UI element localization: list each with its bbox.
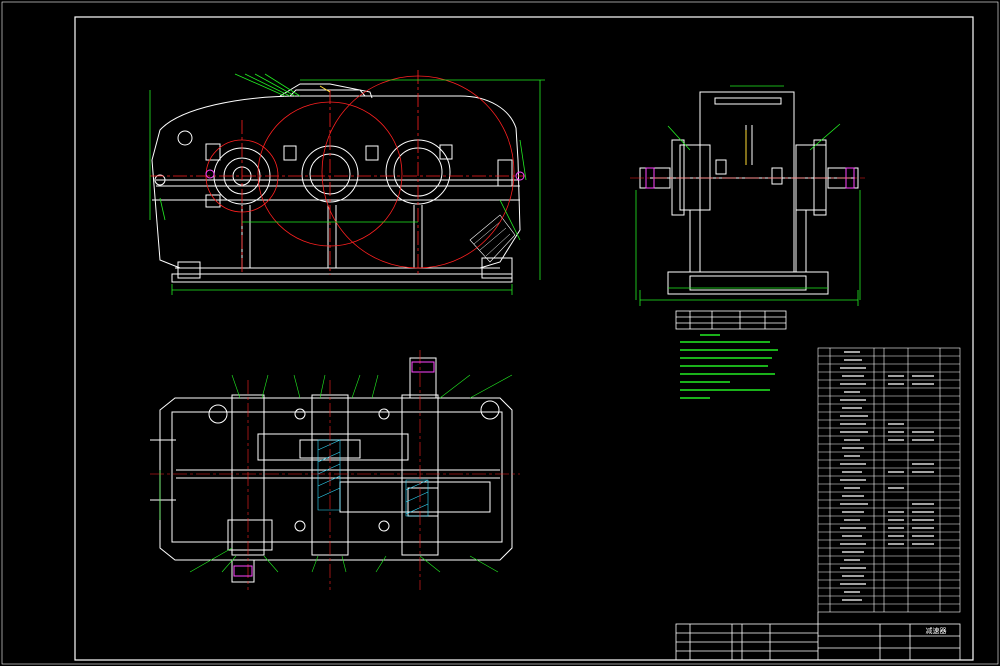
top-view-hatching [317,439,429,517]
parameter-table [675,310,787,330]
front-view-accents [205,85,525,181]
parts-list-entries [840,351,934,601]
top-view-leaders [159,374,513,573]
front-view-dimensions [149,73,545,295]
top-view-accents [233,361,435,577]
parts-list [817,347,961,613]
title-block-label: 减速器 [926,626,947,635]
top-view-centerlines [150,350,520,590]
title-block [675,612,961,661]
side-view-dimensions [635,85,861,306]
technical-notes [680,334,778,399]
